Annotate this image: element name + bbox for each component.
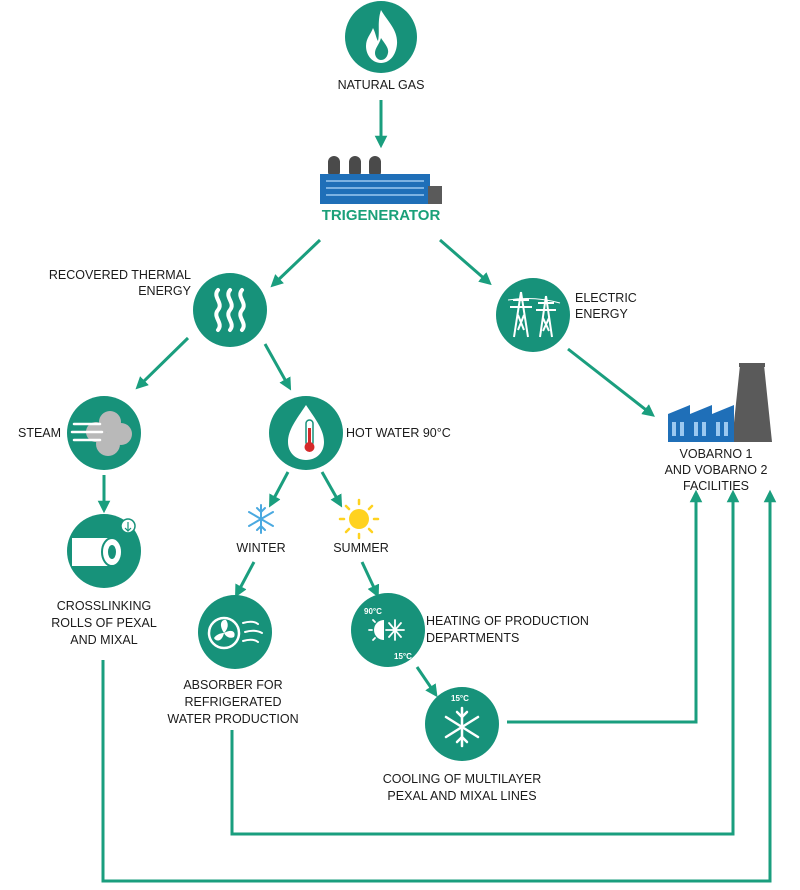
cooling-snowflake-icon: 15°C <box>425 687 499 761</box>
power-plant-icon <box>320 156 442 204</box>
crosslinking-label-3: AND MIXAL <box>70 633 138 647</box>
facilities-label-3: FACILITIES <box>683 479 749 493</box>
cooling-temp: 15°C <box>451 694 469 703</box>
electric-label-2: ENERGY <box>575 307 628 321</box>
arrow-thermal-to-steam <box>135 336 190 390</box>
heating-temp-hot: 90°C <box>364 607 382 616</box>
absorber-label-1: ABSORBER FOR <box>183 678 283 692</box>
heat-cool-icon: 90°C 15°C <box>351 593 425 667</box>
trigenerator-label: TRIGENERATOR <box>321 207 441 224</box>
arrow-trigenerator-to-thermal <box>270 238 322 288</box>
electric-label-1: ELECTRIC <box>575 291 637 305</box>
power-pylon-icon <box>496 278 570 352</box>
cooling-label-1: COOLING OF MULTILAYER <box>382 772 542 786</box>
crosslinking-label-1: CROSSLINKING <box>56 599 152 613</box>
thermometer-drop-icon <box>269 396 343 470</box>
arrow-winter-to-absorber <box>235 561 256 598</box>
cooling-label-2: PEXAL AND MIXAL LINES <box>387 789 537 803</box>
heating-label-1: HEATING OF PRODUCTION <box>426 614 589 628</box>
arrow-hotwater-to-summer <box>320 471 343 508</box>
facilities-label-2: AND VOBARNO 2 <box>664 463 768 477</box>
sun-icon <box>338 498 380 540</box>
absorber-label-3: WATER PRODUCTION <box>167 712 299 726</box>
winter-label: WINTER <box>236 541 286 555</box>
snowflake-icon <box>248 504 274 534</box>
steam-label: STEAM <box>18 426 62 440</box>
thermal-label-1: RECOVERED THERMAL <box>48 268 191 282</box>
flame-icon <box>345 1 417 73</box>
arrow-absorber-to-facilities <box>230 489 740 836</box>
facilities-label-1: VOBARNO 1 <box>679 447 753 461</box>
fan-icon <box>198 595 272 669</box>
arrow-crosslinking-to-facilities <box>101 489 777 883</box>
crosslinking-label-2: ROLLS OF PEXAL <box>51 616 157 630</box>
factory-icon <box>668 363 772 442</box>
heat-waves-icon <box>193 273 267 347</box>
arrow-electric-to-facilities <box>567 347 655 417</box>
arrow-heating-to-cooling <box>415 666 438 698</box>
arrow-trigenerator-to-electric <box>439 238 492 286</box>
arrow-hotwater-to-winter <box>269 471 290 508</box>
pipe-roll-icon <box>67 514 141 588</box>
heating-label-2: DEPARTMENTS <box>426 631 520 645</box>
summer-label: SUMMER <box>333 541 389 555</box>
hot-water-label: HOT WATER 90°C <box>346 426 451 440</box>
absorber-label-2: REFRIGERATED <box>184 695 282 709</box>
arrow-thermal-to-hotwater <box>263 343 292 391</box>
thermal-label-2: ENERGY <box>138 284 191 298</box>
natural-gas-label: NATURAL GAS <box>337 78 425 92</box>
arrow-summer-to-heating <box>360 561 380 598</box>
arrow-cooling-to-facilities <box>507 489 703 724</box>
steam-icon <box>67 396 141 470</box>
heating-temp-cold: 15°C <box>394 652 412 661</box>
